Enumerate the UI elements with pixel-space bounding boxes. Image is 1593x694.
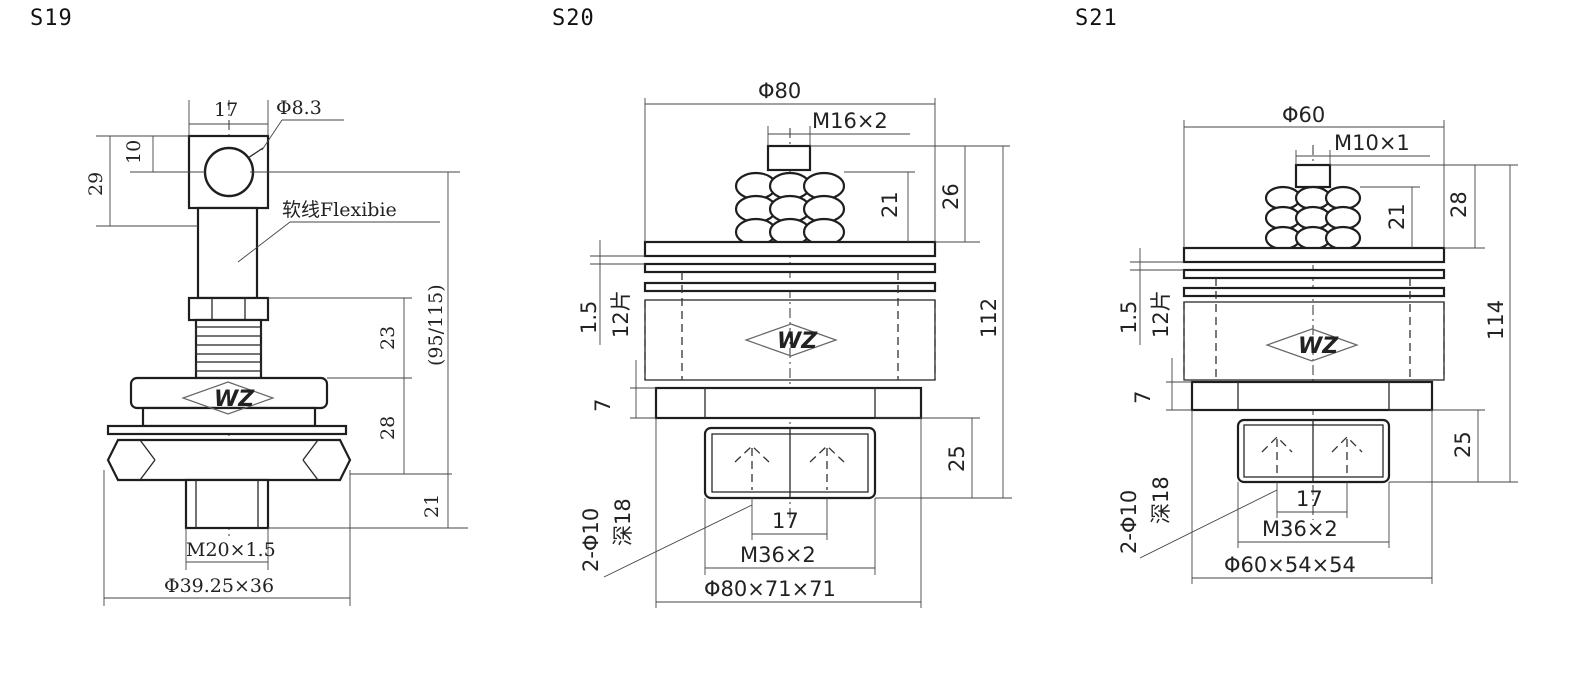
model-label-s21: S21 (1075, 6, 1118, 31)
dim-s20-dia-top: Φ80 (758, 79, 801, 103)
dim-s19-htotal: (95/115) (425, 284, 447, 366)
label-s20-holes: 2-Φ10 (579, 508, 603, 572)
label-s19-hose: 软线Flexibie (282, 199, 397, 221)
model-label-s19: S19 (30, 6, 73, 31)
dim-s19-h10: 10 (123, 140, 145, 164)
svg-text:WZ: WZ (1298, 334, 1339, 359)
dim-s19-h29: 29 (85, 172, 107, 196)
dim-s19-base: Φ39.25×36 (164, 575, 274, 597)
dim-s20-h7: 7 (591, 399, 615, 412)
dim-s20-plates: 12片 (609, 290, 633, 338)
logo-wz-s21: WZ (1266, 328, 1358, 362)
drawing-s20: WZ Φ80 M16×2 21 26 112 25 1.5 12片 7 2-Φ1… (577, 79, 1012, 608)
dim-s21-spacing: 17 (1296, 487, 1323, 511)
dim-s19-h23: 23 (377, 326, 399, 350)
dim-s20-plate: 1.5 (577, 301, 601, 334)
dim-s21-h7: 7 (1131, 391, 1155, 404)
dim-s19-h21: 21 (421, 494, 443, 518)
dim-s20-h21: 21 (878, 191, 902, 218)
dim-s21-h21: 21 (1385, 203, 1409, 230)
dim-s21-base: Φ60×54×54 (1224, 553, 1356, 577)
dim-s20-h112: 112 (977, 298, 1001, 338)
dim-s20-base: Φ80×71×71 (704, 577, 836, 601)
dim-s21-thread-top: M10×1 (1334, 131, 1410, 155)
dim-s20-spacing: 17 (772, 509, 799, 533)
dim-s21-plates: 12片 (1149, 290, 1173, 338)
svg-text:WZ: WZ (777, 329, 818, 354)
label-s20-depth: 深18 (611, 498, 635, 546)
dim-s21-dia-top: Φ60 (1282, 103, 1325, 127)
dim-s19-hole: Φ8.3 (276, 97, 322, 119)
dim-s21-plate: 1.5 (1117, 301, 1141, 334)
dim-s20-h26: 26 (939, 183, 963, 210)
model-label-s20: S20 (552, 6, 595, 31)
drawing-s19: WZ 17 Φ8.3 10 29 软线Flexibie 23 28 21 (95… (85, 97, 468, 606)
dim-s20-thread-top: M16×2 (812, 109, 888, 133)
dim-s21-h25: 25 (1451, 431, 1475, 458)
dim-s19-thread: M20×1.5 (186, 539, 276, 561)
dim-s19-h28: 28 (377, 416, 399, 440)
dim-s19-width-top: 17 (214, 99, 238, 121)
logo-wz-s19: WZ (182, 381, 274, 415)
svg-text:WZ: WZ (214, 387, 255, 412)
dim-s21-thread-bottom: M36×2 (1262, 517, 1338, 541)
dim-s20-thread-bottom: M36×2 (740, 543, 816, 567)
logo-wz-s20: WZ (745, 323, 837, 357)
dim-s20-h25: 25 (945, 445, 969, 472)
label-s21-depth: 深18 (1149, 476, 1173, 524)
dim-s21-h114: 114 (1484, 300, 1508, 340)
label-s21-holes: 2-Φ10 (1117, 490, 1141, 554)
dim-s21-h28: 28 (1447, 191, 1471, 218)
drawing-s21: WZ Φ60 M10×1 21 28 114 25 1.5 12片 7 2-Φ1… (1117, 103, 1518, 584)
